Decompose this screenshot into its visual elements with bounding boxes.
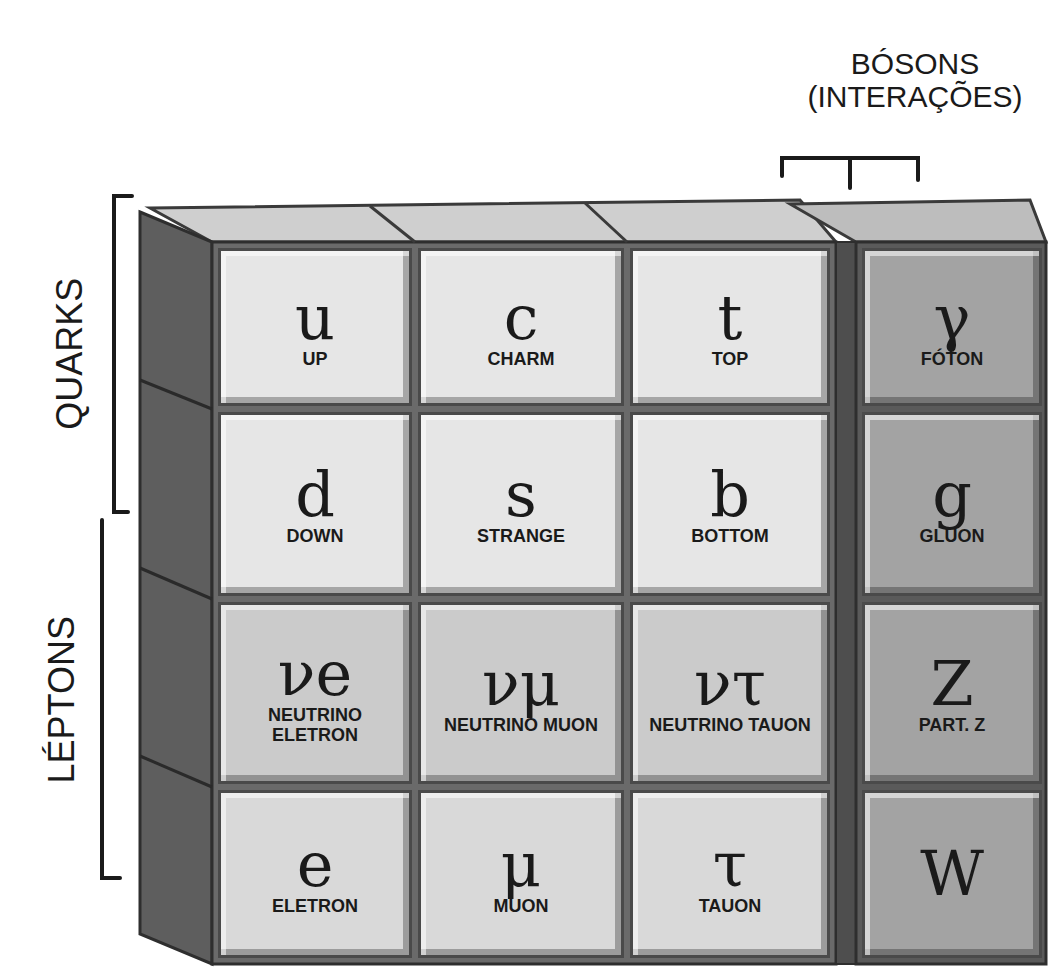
top-grooves <box>370 203 627 242</box>
side-grooves <box>140 380 212 787</box>
particle-cell: νeNEUTRINO ELETRON <box>218 602 412 784</box>
particle-name: GLUON <box>920 527 985 547</box>
particle-name: CHARM <box>488 350 555 370</box>
groove <box>585 203 627 242</box>
bosons-bracket-tick <box>848 158 852 188</box>
particle-symbol: t <box>718 285 743 350</box>
particle-cell: tTOP <box>630 248 830 406</box>
particle-symbol: b <box>710 462 750 527</box>
particle-cell: W <box>862 790 1042 958</box>
quarks-bracket <box>114 196 132 512</box>
particle-name: DOWN <box>287 527 344 547</box>
particle-cell: μMUON <box>418 790 624 958</box>
particle-symbol: νe <box>278 641 352 706</box>
particle-name: TOP <box>712 350 749 370</box>
particle-name: PART. Z <box>919 716 986 736</box>
particle-cell: ντNEUTRINO TAUON <box>630 602 830 784</box>
particle-name: STRANGE <box>477 527 565 547</box>
particle-cell: ZPART. Z <box>862 602 1042 784</box>
particle-symbol: γ <box>933 285 970 350</box>
particle-symbol: τ <box>713 832 747 897</box>
particle-cell: νμNEUTRINO MUON <box>418 602 624 784</box>
group-label: LÉPTONS <box>42 530 82 870</box>
particle-cell: τTAUON <box>630 790 830 958</box>
particle-symbol: W <box>920 841 984 906</box>
block-side-face <box>140 212 212 964</box>
block-front <box>212 242 836 964</box>
groove <box>140 756 212 787</box>
particle-cell: eELETRON <box>218 790 412 958</box>
particle-cell: γFÓTON <box>862 248 1042 406</box>
particle-symbol: ντ <box>694 651 766 716</box>
particle-symbol: μ <box>501 832 541 897</box>
particle-name: NEUTRINO MUON <box>444 716 598 736</box>
particle-name: TAUON <box>699 897 762 917</box>
particle-name: FÓTON <box>921 350 984 370</box>
particle-cell: cCHARM <box>418 248 624 406</box>
particle-name: ELETRON <box>272 897 358 917</box>
particle-cell: uUP <box>218 248 412 406</box>
boson-block-side-face <box>836 242 856 964</box>
particle-symbol: s <box>505 462 537 527</box>
particle-symbol: g <box>932 462 972 527</box>
particle-symbol: u <box>295 285 335 350</box>
leptons-bracket <box>102 520 120 878</box>
group-label: QUARKS <box>50 194 90 514</box>
particle-symbol: c <box>504 285 539 350</box>
particle-name: MUON <box>494 897 549 917</box>
particle-name: BOTTOM <box>691 527 769 547</box>
groove <box>140 380 212 409</box>
particle-symbol: Z <box>930 651 973 716</box>
particle-cell: bBOTTOM <box>630 412 830 596</box>
block-top-face <box>150 200 836 242</box>
particle-symbol: νμ <box>482 651 560 716</box>
particle-cell: dDOWN <box>218 412 412 596</box>
particle-cell: sSTRANGE <box>418 412 624 596</box>
group-label: BÓSONS (INTERAÇÕES) <box>795 47 1035 113</box>
particle-name: NEUTRINO TAUON <box>649 716 811 736</box>
particle-symbol: e <box>297 832 334 897</box>
groove <box>140 568 212 599</box>
boson-block-top-face <box>790 200 1046 242</box>
particle-symbol: d <box>295 462 335 527</box>
particle-name: NEUTRINO ELETRON <box>233 706 397 746</box>
group-bracket <box>102 158 918 878</box>
particle-name: UP <box>302 350 327 370</box>
boson-block-front <box>856 242 1046 964</box>
particle-cell: gGLUON <box>862 412 1042 596</box>
groove <box>370 206 415 242</box>
